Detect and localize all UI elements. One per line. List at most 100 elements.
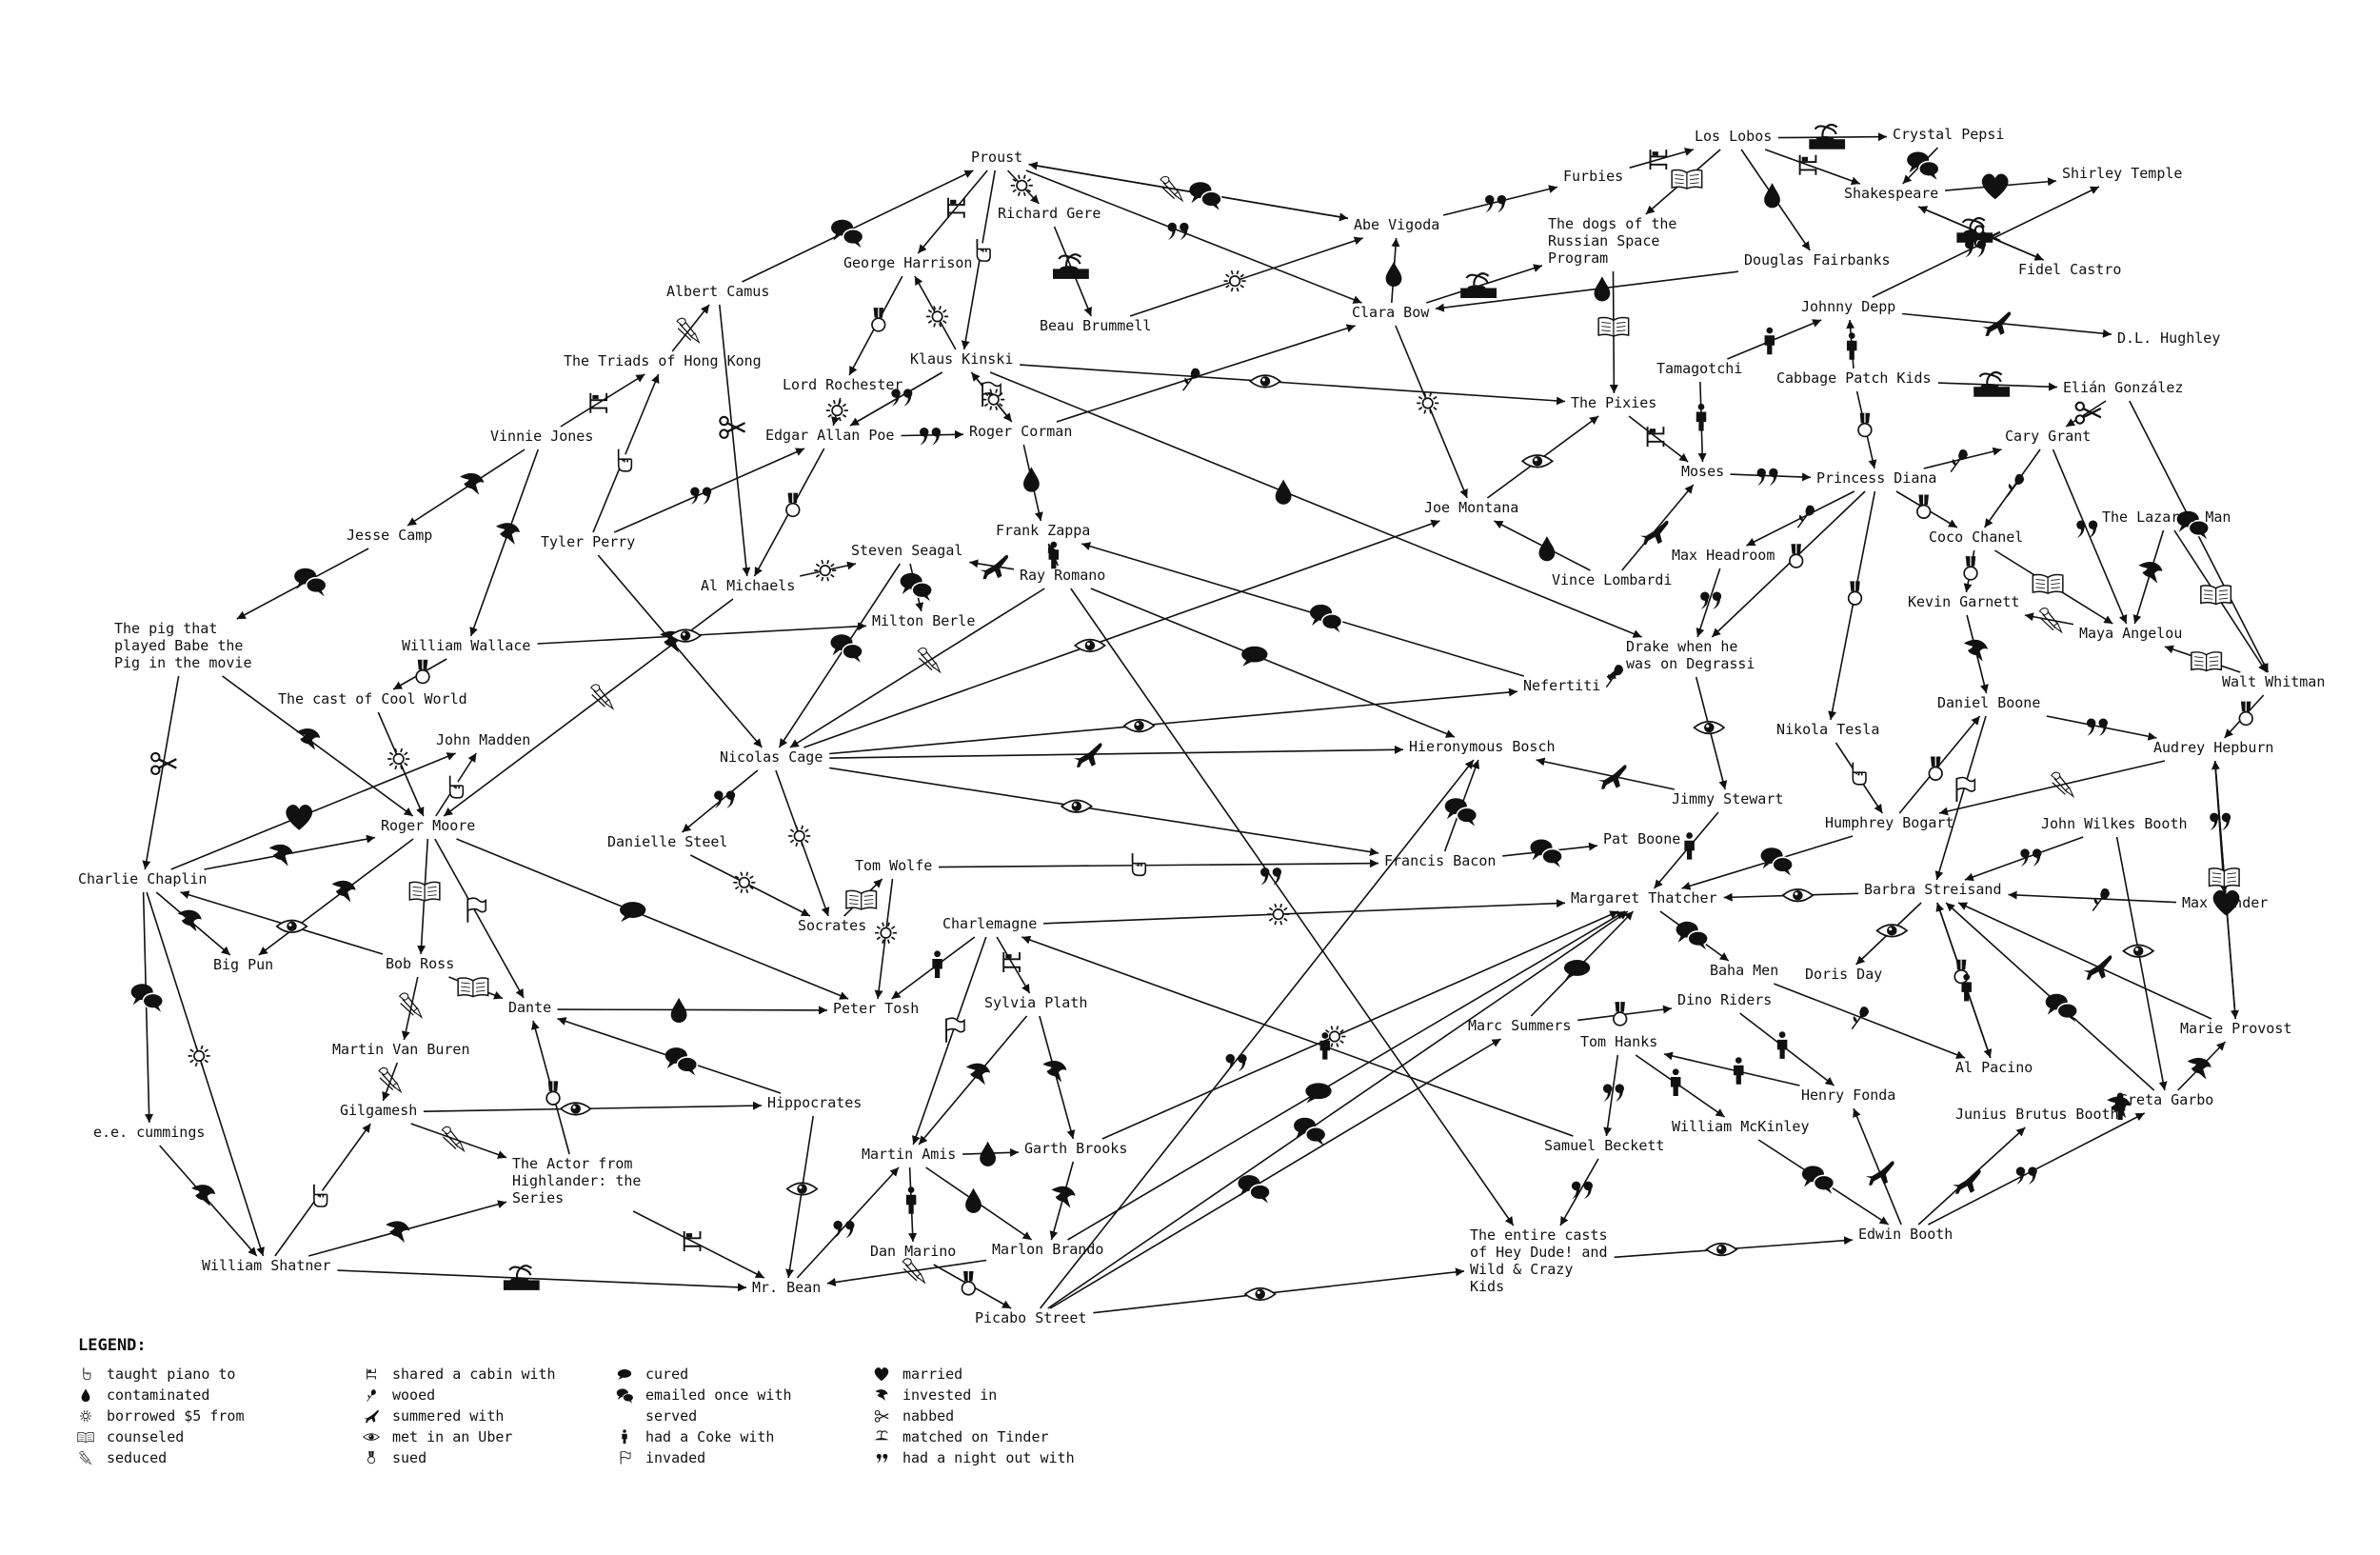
had-relation-icon <box>1696 403 1707 431</box>
legend-item-nabbed: nabbed <box>902 1407 954 1425</box>
night-relation-icon <box>1571 1181 1593 1199</box>
night-relation-icon <box>2210 812 2231 830</box>
counseled-relation-icon <box>845 889 878 910</box>
contaminated-relation-icon <box>670 997 687 1024</box>
bouquet-icon <box>79 1451 92 1465</box>
node-vince-lombardi: Vince Lombardi <box>1552 571 1672 588</box>
node-william-mckinley: William McKinley <box>1672 1118 1810 1135</box>
edge-roger-moore-to-peter-tosh <box>456 838 849 1000</box>
node-bob-ross: Bob Ross <box>386 955 454 972</box>
seduced-relation-icon <box>398 992 424 1019</box>
coke-relation-icon <box>1973 370 2010 397</box>
invested-relation-icon <box>191 1185 216 1206</box>
uber-relation-icon <box>1781 888 1815 903</box>
invested-relation-icon <box>2187 1057 2211 1080</box>
sued-relation-icon <box>1928 756 1943 781</box>
cured-relation-icon <box>620 902 646 923</box>
uber-relation-icon <box>1705 1242 1738 1257</box>
node-abe-vigoda: Abe Vigoda <box>1354 216 1439 233</box>
edge-max-linder-to-barbra <box>2008 890 2177 904</box>
counseled-relation-icon <box>2208 867 2240 888</box>
edge-actor-highlander-to-mr-bean <box>632 1210 765 1279</box>
invested-relation-icon <box>1042 1060 1067 1083</box>
edge-picabo-to-hieronymous <box>1039 759 1475 1309</box>
edge-charlemagne-to-sylvia-plath <box>996 936 1031 994</box>
edge-proust-to-george-harrison <box>917 169 988 254</box>
emailed-relation-icon <box>1444 798 1478 827</box>
sued-relation-icon <box>1916 494 1932 519</box>
uber-relation-icon <box>1693 720 1726 735</box>
shared-relation-icon <box>1646 427 1665 448</box>
invested-relation-icon <box>331 880 356 903</box>
node-samuel-beckett: Samuel Beckett <box>1544 1137 1664 1154</box>
had-relation-icon <box>1048 541 1060 569</box>
summered-relation-icon <box>1073 743 1102 768</box>
night-relation-icon <box>1965 239 1987 258</box>
edge-danielle-steel-to-socrates <box>689 854 811 917</box>
borrowed-relation-icon <box>188 1045 210 1067</box>
edge-picabo-to-marc-summers <box>1049 1038 1501 1309</box>
edge-william-shatner-to-gilgamesh <box>274 1123 371 1257</box>
seduced-relation-icon <box>441 1126 466 1153</box>
uber-relation-icon <box>1060 799 1093 813</box>
edge-ray-romano-to-nicolas-cage <box>789 588 1045 748</box>
contaminated-relation-icon <box>1385 261 1402 288</box>
node-big-pun: Big Pun <box>213 956 273 973</box>
node-henry-fonda: Henry Fonda <box>1801 1087 1895 1104</box>
taught-relation-icon <box>313 1184 328 1207</box>
seduced-relation-icon <box>917 647 942 674</box>
nabbed-relation-icon <box>2074 401 2102 425</box>
node-max-headroom: Max Headroom <box>1672 547 1775 564</box>
edge-princess-diana-to-nikola-tesla <box>1828 490 1876 721</box>
edge-cabbage-to-elian <box>1937 382 2058 391</box>
edge-charlie-chaplin-to-roger-moore <box>204 834 376 870</box>
night-relation-icon <box>2015 1166 2037 1185</box>
night-relation-icon <box>2076 520 2098 538</box>
edge-johnny-depp-to-dl-hughley <box>1902 312 2112 338</box>
borrowed-relation-icon <box>387 748 410 770</box>
node-greta-garbo: Greta Garbo <box>2119 1091 2213 1108</box>
node-coco-chanel: Coco Chanel <box>1929 528 2023 546</box>
node-martin-van-buren: Martin Van Buren <box>332 1041 470 1058</box>
emailed-relation-icon <box>1530 839 1563 867</box>
legend-item-borrowed: borrowed $5 from <box>107 1407 245 1425</box>
node-vinnie-jones: Vinnie Jones <box>490 428 593 445</box>
edge-edwin-booth-to-greta-garbo <box>1928 1112 2146 1226</box>
night-relation-icon <box>1485 194 1507 213</box>
node-cool-world: The cast of Cool World <box>278 690 467 708</box>
node-tom-wolfe: Tom Wolfe <box>855 857 932 874</box>
node-sylvia-plath: Sylvia Plath <box>984 994 1087 1011</box>
uber-relation-icon <box>1243 1286 1277 1302</box>
uber-relation-icon <box>1520 454 1554 468</box>
relation-icon-layer <box>130 123 2253 1302</box>
emailed-relation-icon <box>1760 847 1794 876</box>
sued-relation-icon <box>1963 556 1978 581</box>
edge-los-lobos-to-shakespeare <box>1764 149 1861 186</box>
node-richard-gere: Richard Gere <box>998 205 1101 222</box>
emailed-relation-icon <box>130 984 165 1012</box>
summered-relation-icon <box>1982 311 2012 336</box>
node-martin-amis: Martin Amis <box>862 1146 956 1163</box>
edge-princess-diana-to-drake <box>1711 490 1866 638</box>
edge-marlon-brando-to-margaret <box>1067 910 1626 1241</box>
edge-william-wallace-to-milton-berle <box>537 622 867 645</box>
taught-relation-icon <box>1131 853 1147 877</box>
married-relation-icon <box>2212 889 2240 916</box>
node-peter-tosh: Peter Tosh <box>833 1000 919 1017</box>
invested-relation-icon <box>2107 1096 2132 1119</box>
emailed-relation-icon <box>1801 1166 1835 1194</box>
node-socrates: Socrates <box>798 917 866 934</box>
edge-proust-to-abe-vigoda <box>1028 163 1349 222</box>
edge-charlie-chaplin-to-ee-cummings <box>142 891 154 1124</box>
sued-relation-icon <box>1857 412 1873 438</box>
invaded-relation-icon <box>1955 776 1976 803</box>
edge-tom-wolfe-to-peter-tosh <box>874 878 894 1000</box>
legend-item-night: had a night out with <box>902 1449 1075 1466</box>
edge-max-headroom-to-drake <box>1696 568 1721 638</box>
edge-marie-provost-to-barbra <box>1957 902 2212 1020</box>
seduced-relation-icon <box>2050 771 2075 799</box>
node-picabo: Picabo Street <box>975 1309 1086 1326</box>
legend-item-served: served <box>645 1407 697 1425</box>
